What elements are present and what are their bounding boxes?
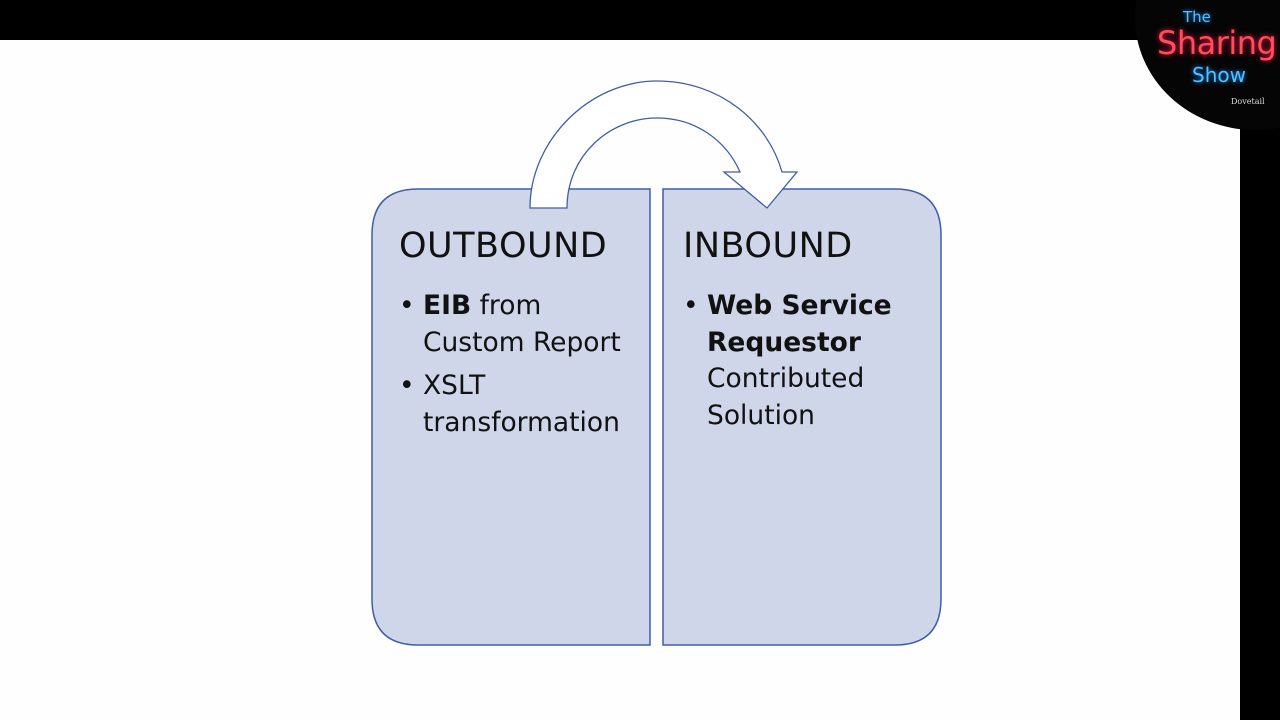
outbound-title: OUTBOUND — [399, 226, 608, 266]
wsr-line4: Solution — [707, 399, 815, 431]
logo-show: Show — [1192, 63, 1246, 87]
xslt-line2: transformation — [423, 406, 620, 438]
wsr-line2: Requestor — [707, 326, 861, 358]
eib-from: from — [471, 290, 542, 321]
outbound-bullet-xslt: XSLT transformation — [399, 368, 649, 441]
eib-bold: EIB — [423, 290, 472, 321]
logo-sharing: Sharing — [1157, 24, 1277, 62]
sharing-show-logo: The Sharing Show Dovetail — [1135, 0, 1280, 130]
inbound-title: INBOUND — [683, 226, 853, 266]
xslt-line1: XSLT — [423, 370, 486, 401]
logo-sponsor: Dovetail — [1231, 97, 1265, 106]
wsr-line3: Contributed — [707, 363, 865, 394]
eib-custom-report: Custom Report — [423, 326, 621, 358]
curved-arrow-right-icon — [529, 80, 799, 209]
logo-the: The — [1183, 8, 1211, 26]
wsr-line1: Web Service — [707, 290, 892, 321]
